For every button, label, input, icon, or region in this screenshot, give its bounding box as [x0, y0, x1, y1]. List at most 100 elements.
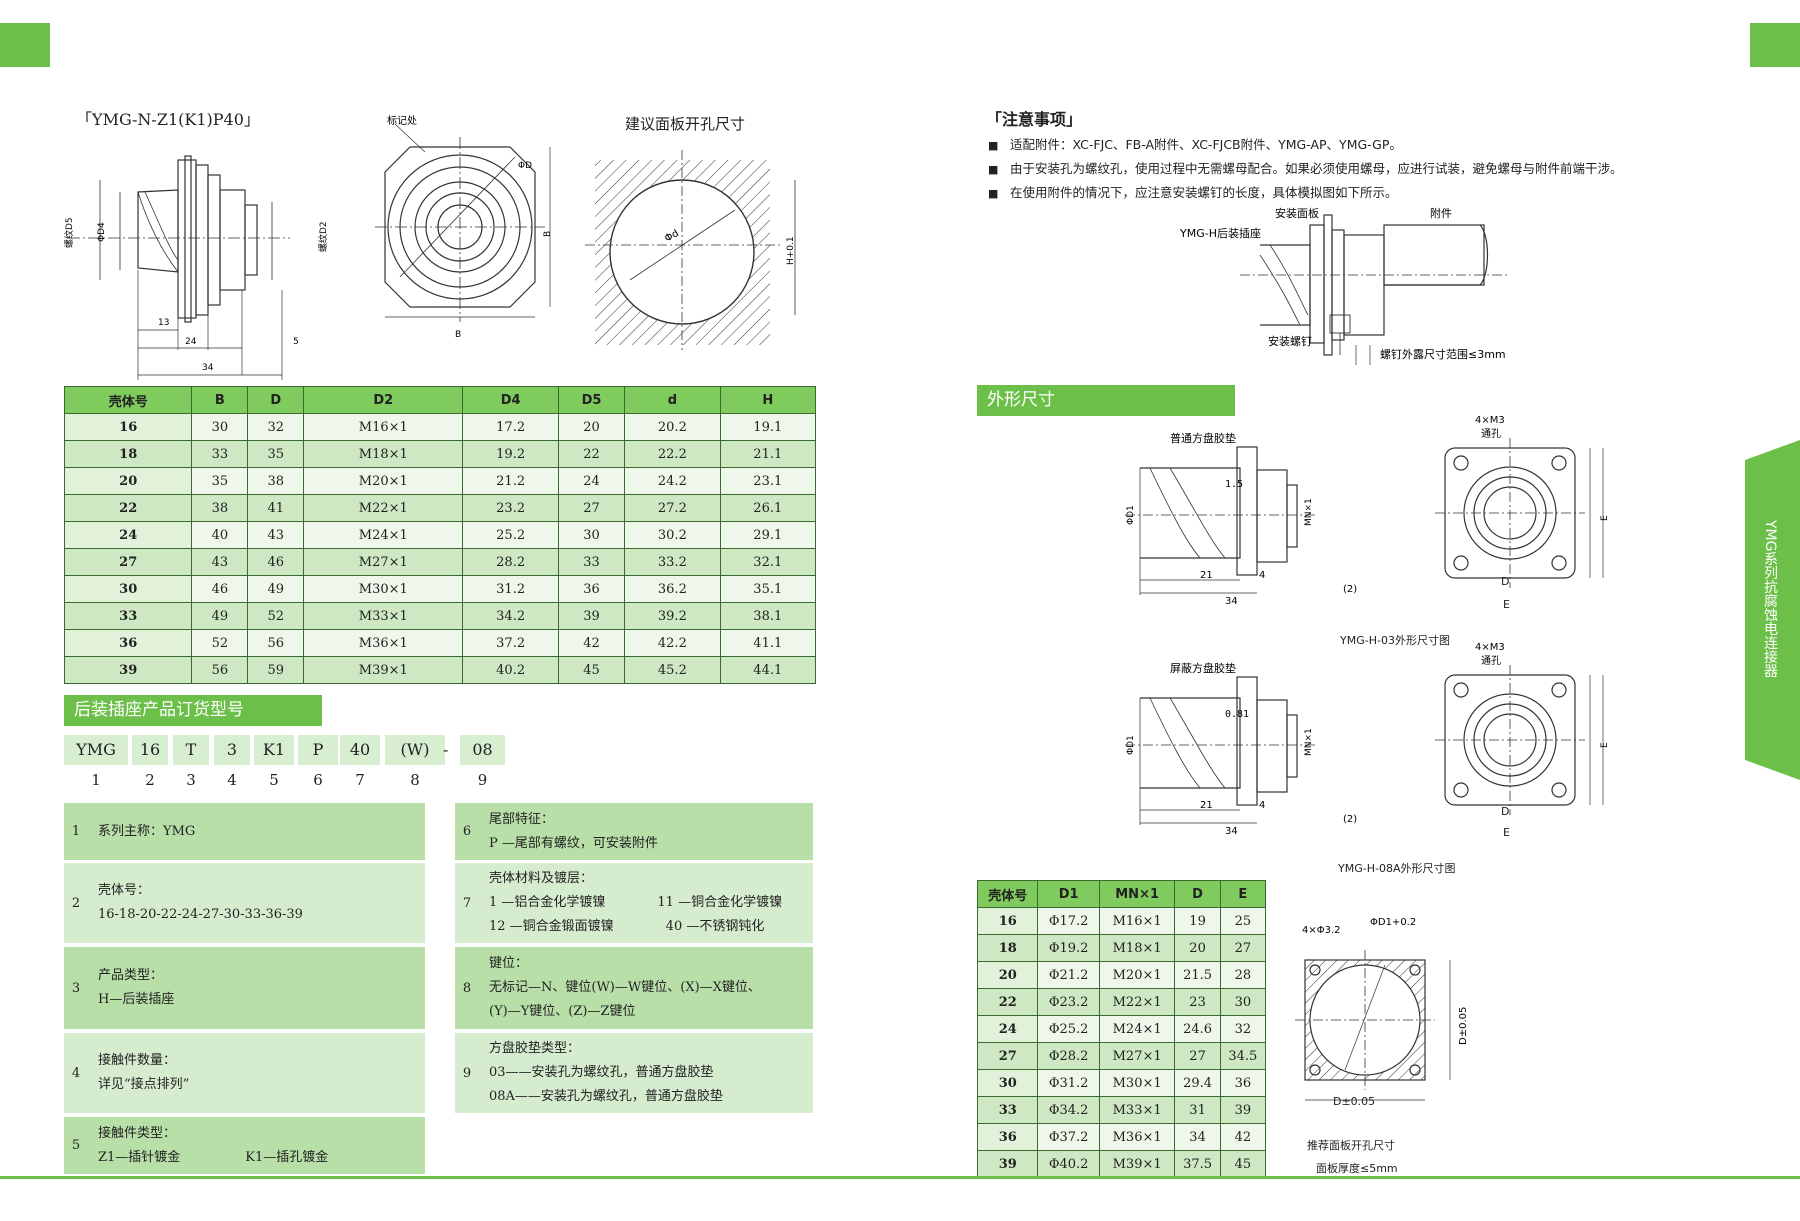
spec-item-line: 12 —铜合金锻面镀镍 40 —不锈钢钝化	[489, 919, 765, 934]
fig1-dim-2: (2)	[1343, 584, 1357, 595]
rt-table-cell: 27	[1219, 934, 1267, 962]
lt-table-cell: 17.2	[462, 413, 559, 441]
rt-table-cell: 20	[1174, 934, 1221, 962]
lt-header-cell: D	[247, 386, 305, 414]
lt-table-cell: 44.1	[719, 656, 817, 684]
spec-item-number: 5	[71, 1138, 81, 1153]
rt-table-cell: 24	[976, 1015, 1039, 1043]
label-mark: 标记处	[387, 115, 417, 127]
fig2-dim-34: 34	[1225, 826, 1238, 837]
rt-table-cell: 36	[976, 1123, 1039, 1151]
lt-table-cell: 35	[247, 440, 305, 468]
outline-front-08a: 4×M3 通孔 E	[1435, 642, 1610, 815]
cutout-d-tol-label: D±0.05	[1333, 1095, 1376, 1108]
spec-item-number: 9	[462, 1065, 472, 1081]
rt-table-cell: Φ25.2	[1037, 1015, 1100, 1043]
fig2-dim-21: 21	[1200, 800, 1213, 811]
rt-table-cell: Φ19.2	[1037, 934, 1100, 962]
rt-table-cell: Φ17.2	[1037, 907, 1100, 935]
rt-table-cell: Φ23.2	[1037, 988, 1100, 1016]
fig2-mn-label: MN×1	[1304, 728, 1314, 756]
lt-table-cell: 39	[63, 656, 193, 684]
outline-drawing-03: 普通方盘胶垫 ΦD1 1.5 MN×1 21 4 34 (2)	[1125, 431, 1357, 607]
lt-table-cell: 22.2	[624, 440, 721, 468]
lt-table-cell: 30.2	[624, 521, 721, 549]
cutout-d-tol-vertical: D±0.05	[1458, 1007, 1469, 1045]
spec-item-line: 详见“接点排列”	[98, 1077, 190, 1092]
outline-dims-title: 外形尺寸	[977, 385, 1235, 416]
lt-table-cell: 49	[191, 602, 249, 630]
side-tab-label: YMG系列抗腐蚀电连接器	[1762, 520, 1778, 678]
order-code-index: 8	[410, 771, 420, 789]
lt-table-cell: 38	[247, 467, 305, 495]
rt-table-cell: 25	[1219, 907, 1267, 935]
lt-table-cell: 38	[191, 494, 249, 522]
cutout-caption: 推荐面板开孔尺寸	[1307, 1139, 1395, 1152]
notice-item-2: 由于安装孔为螺纹孔，使用过程中无需螺母配合。如果必须使用螺母，应进行试装，避免螺…	[988, 158, 1623, 177]
rt-table-cell: 24.6	[1174, 1015, 1221, 1043]
rt-table-cell: 22	[976, 988, 1039, 1016]
lt-table-cell: 22	[557, 440, 626, 468]
lt-table-cell: 25.2	[462, 521, 559, 549]
rt-table-cell: 45	[1219, 1150, 1267, 1178]
spec-item-number: 3	[71, 980, 81, 996]
lt-table-cell: 22	[63, 494, 193, 522]
lt-table-cell: M18×1	[303, 440, 464, 468]
rt-table-cell: M22×1	[1098, 988, 1176, 1016]
fig1-holes-label: 4×M3	[1475, 415, 1505, 426]
lt-header-cell: D4	[462, 386, 559, 414]
lt-table-cell: 49	[247, 575, 305, 603]
order-code-part: P	[298, 735, 338, 765]
rt-table-cell: 27	[976, 1042, 1039, 1070]
rt-table-cell: Φ40.2	[1037, 1150, 1100, 1178]
rt-table-cell: Φ31.2	[1037, 1069, 1100, 1097]
lt-table-cell: 35.1	[719, 575, 817, 603]
lt-table-cell: 46	[247, 548, 305, 576]
rt-table-cell: 37.5	[1174, 1150, 1221, 1178]
rt-table-cell: Φ37.2	[1037, 1123, 1100, 1151]
spec-item-line: 1 —铝合金化学镀镍 11 —铜合金化学镀镍	[489, 895, 783, 910]
spec-item-line: 接触件类型：	[98, 1125, 177, 1141]
fig2-gasket-label: 屏蔽方盘胶垫	[1170, 661, 1236, 675]
lt-table-cell: 18	[63, 440, 193, 468]
assembly-drawing: YMG-H后装插座 安装面板 附件 安装螺钉 螺钉外露尺寸范围≤3mm	[1180, 206, 1510, 365]
lt-table-cell: M27×1	[303, 548, 464, 576]
rt-table-cell: M30×1	[1098, 1069, 1176, 1097]
lt-table-cell: 45	[557, 656, 626, 684]
fig2-e-bottom-label: E	[1503, 826, 1510, 839]
rt-table-cell: 23	[1174, 988, 1221, 1016]
lt-table-cell: 36	[63, 629, 193, 657]
rt-table-cell: 31	[1174, 1096, 1221, 1124]
label-screw: 安装螺钉	[1268, 334, 1312, 348]
rt-table-cell: Φ34.2	[1037, 1096, 1100, 1124]
lt-table-cell: 41	[247, 494, 305, 522]
lt-table-cell: 43	[191, 548, 249, 576]
lt-table-cell: 27	[63, 548, 193, 576]
rt-table-cell: M16×1	[1098, 907, 1176, 935]
recommended-cutout-drawing: 4×Φ3.2 ΦD1+0.2 D±0.05	[1295, 917, 1469, 1101]
lt-table-cell: 37.2	[462, 629, 559, 657]
lt-table-cell: 36.2	[624, 575, 721, 603]
rt-header-cell: D	[1174, 880, 1221, 908]
lt-header-cell: 壳体号	[63, 386, 193, 414]
order-code-index: 6	[313, 771, 323, 789]
spec-item-line: 壳体号：	[98, 883, 151, 898]
lt-table-cell: 39	[557, 602, 626, 630]
order-model-title: 后装插座产品订货型号	[64, 695, 322, 726]
rt-header-cell: E	[1219, 880, 1267, 908]
lt-header-cell: B	[191, 386, 249, 414]
